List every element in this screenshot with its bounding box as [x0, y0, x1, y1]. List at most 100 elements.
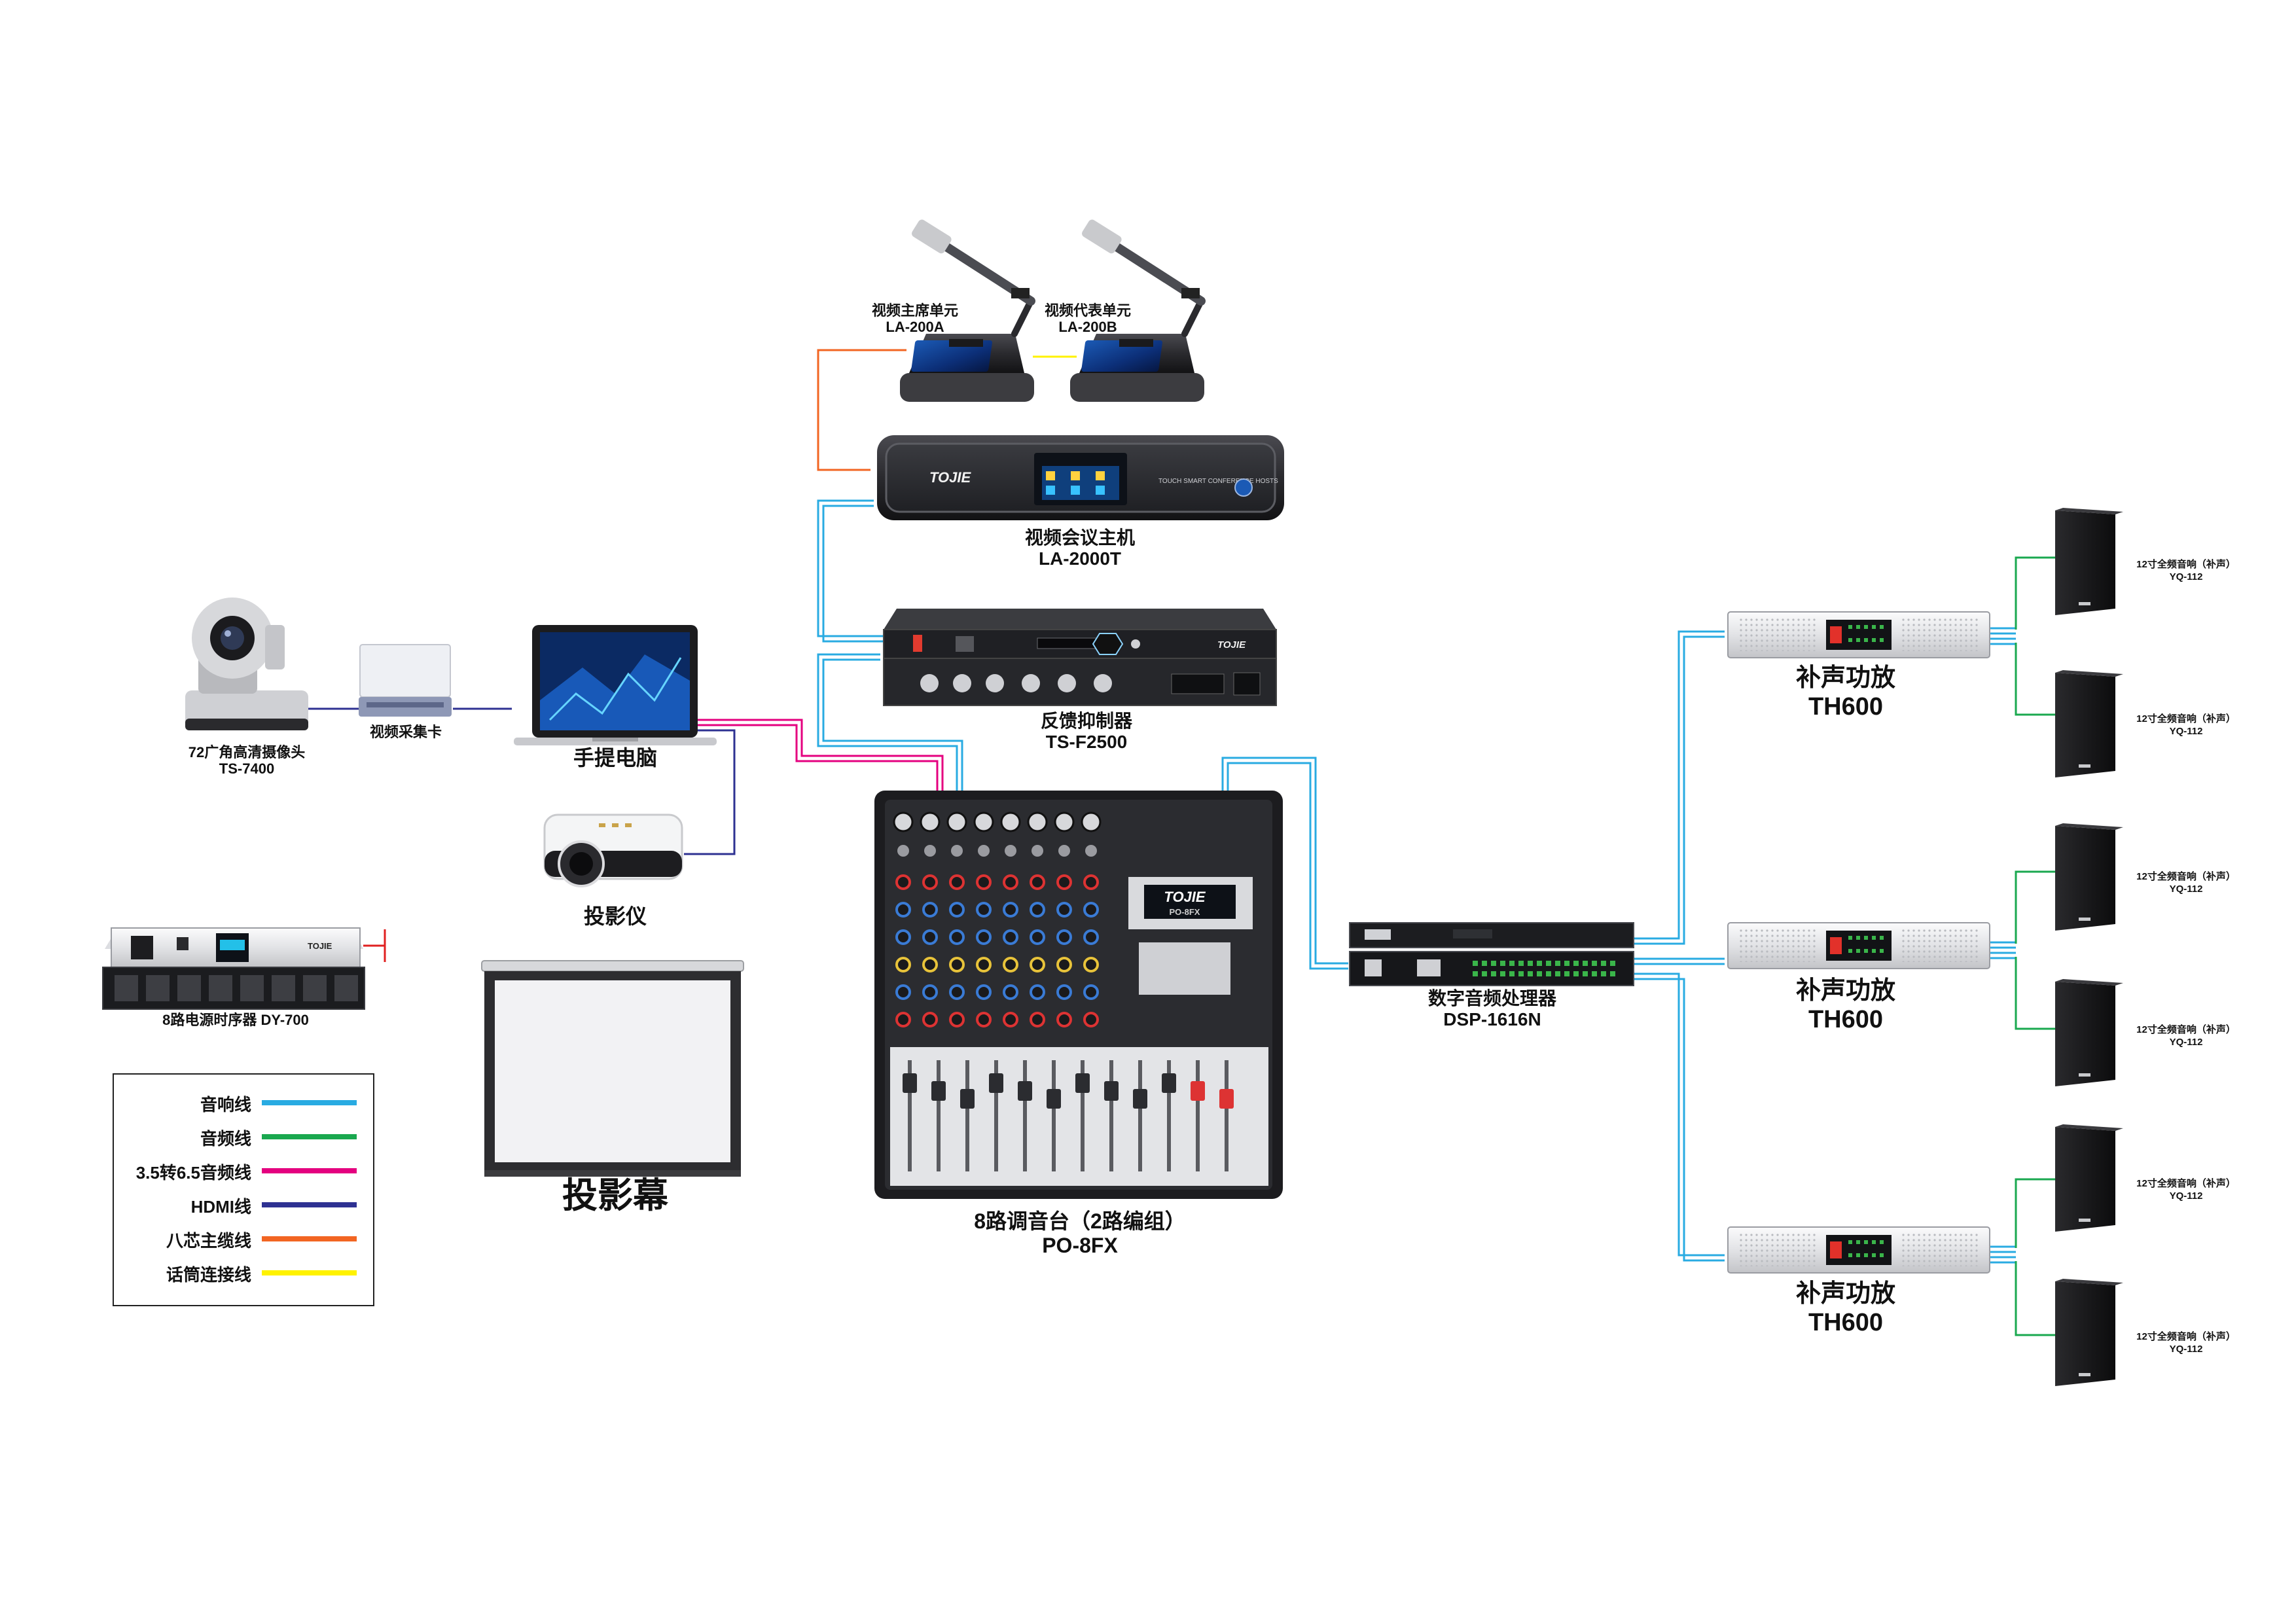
speaker-3 — [2055, 823, 2123, 931]
conference-host-label: 视频会议主机 LA-2000T — [1014, 527, 1145, 569]
dsp-led — [1528, 971, 1533, 976]
amp-power-switch — [1830, 1241, 1842, 1258]
amp-led — [1880, 1253, 1884, 1257]
fader-cap — [1047, 1089, 1061, 1109]
channel-knob — [1056, 902, 1072, 918]
legend-label: 话筒连接线 — [166, 1265, 251, 1285]
capture-card — [359, 644, 452, 717]
xlr-input — [1000, 812, 1021, 832]
amp-led — [1848, 638, 1852, 642]
amp-power-switch — [1830, 626, 1842, 643]
channel-knob — [1003, 902, 1018, 918]
channel-knob — [922, 929, 938, 945]
channel-knob — [895, 902, 911, 918]
speaker-top — [2055, 670, 2123, 677]
dsp-led — [1482, 971, 1487, 976]
speaker-top — [2055, 508, 2123, 514]
xlr-input — [1027, 812, 1048, 832]
jack-input — [1085, 845, 1097, 857]
host-suppressor-cable-a — [817, 499, 884, 637]
speaker-badge — [2079, 918, 2090, 921]
suppressor-brand: TOJIE — [1217, 639, 1246, 651]
dsp-model: DSP-1616N — [1443, 1009, 1541, 1030]
channel-knob — [1030, 957, 1045, 972]
amp-led — [1864, 949, 1868, 953]
dsp-amp1-cable-a — [1634, 630, 1725, 940]
dsp-led — [1610, 961, 1615, 966]
fader-track — [937, 1060, 941, 1171]
legend-row-audio-cable: 音频线 — [114, 1123, 373, 1149]
channel-knob — [976, 874, 992, 890]
host-brand: TOJIE — [929, 469, 972, 486]
projection-screen — [481, 960, 744, 1177]
speaker-6-label: 12寸全频音响（补声） YQ-112 — [2124, 1331, 2248, 1356]
xlr-input — [1054, 812, 1075, 832]
fader-cap — [1162, 1073, 1176, 1093]
legend-label: 音响线 — [200, 1095, 251, 1115]
host-suppressor-cable-b — [822, 505, 884, 643]
speaker-3-name: 12寸全频音响（补声） — [2136, 871, 2236, 882]
dsp-led — [1555, 961, 1560, 966]
amp1-out-cyan — [1990, 627, 2016, 645]
power-cord-red — [363, 929, 386, 962]
xlr-input — [1081, 812, 1102, 832]
channel-knob — [922, 874, 938, 890]
channel-knob — [922, 957, 938, 972]
capture-card-name: 视频采集卡 — [369, 724, 442, 740]
jack-input — [1005, 845, 1016, 857]
dsp-led — [1509, 971, 1515, 976]
power-sequencer-name: 8路电源时序器 DY-700 — [162, 1012, 309, 1028]
amp-led — [1848, 936, 1852, 940]
amp-led — [1848, 1253, 1852, 1257]
amplifier-group — [1727, 611, 1990, 1274]
dsp-led — [1491, 971, 1496, 976]
dsp-led — [1482, 961, 1487, 966]
amp-2-label: 补声功放 TH600 — [1780, 977, 1911, 1034]
amp-led — [1848, 949, 1852, 953]
screen-name: 投影幕 — [562, 1176, 668, 1215]
dsp-led — [1546, 971, 1551, 976]
fader-track — [1109, 1060, 1113, 1171]
delegate-unit — [1070, 219, 1206, 402]
projector — [543, 813, 683, 887]
laptop — [514, 625, 717, 745]
mixer-dsp-cable-b — [1227, 762, 1348, 970]
channel-knob — [976, 1012, 992, 1027]
amp-power-switch — [1830, 937, 1842, 954]
speaker-3-model: YQ-112 — [2169, 883, 2203, 895]
speaker-badge — [2079, 1373, 2090, 1376]
amp-led — [1872, 936, 1876, 940]
channel-knob — [1056, 1012, 1072, 1027]
speaker-4 — [2055, 979, 2123, 1086]
fader-track — [1138, 1060, 1142, 1171]
amp1-speaker-green — [2015, 556, 2055, 716]
legend-swatch — [262, 1168, 357, 1173]
legend-label: 3.5转6.5音频线 — [135, 1163, 251, 1183]
fader-cap — [1018, 1081, 1032, 1101]
channel-knob — [1030, 1012, 1045, 1027]
channel-knob — [976, 902, 992, 918]
fader-track — [1052, 1060, 1056, 1171]
channel-knob — [922, 984, 938, 1000]
legend-row-jack-cable: 3.5转6.5音频线 — [114, 1157, 373, 1183]
fader-cap — [931, 1081, 946, 1101]
amp2-speaker-green — [2015, 870, 2055, 1030]
amplifier-1 — [1727, 611, 1990, 658]
speaker-badge — [2079, 1073, 2090, 1077]
speaker-top — [2055, 979, 2123, 986]
speaker-5-model: YQ-112 — [2169, 1190, 2203, 1202]
channel-knob — [1083, 1012, 1099, 1027]
fader-cap — [960, 1089, 975, 1109]
dsp-led — [1518, 971, 1524, 976]
chairman-unit — [900, 219, 1035, 402]
fader-cap — [1104, 1081, 1119, 1101]
speaker-1 — [2055, 508, 2123, 615]
feedback-suppressor: TOJIE — [883, 609, 1277, 706]
projector-name: 投影仪 — [583, 904, 647, 928]
suppressor-mixer-cable-b — [822, 658, 963, 793]
legend-swatch — [262, 1270, 357, 1275]
channel-knob — [1083, 984, 1099, 1000]
channel-knob — [895, 1012, 911, 1027]
dsp-led — [1491, 961, 1496, 966]
amp-led — [1880, 949, 1884, 953]
